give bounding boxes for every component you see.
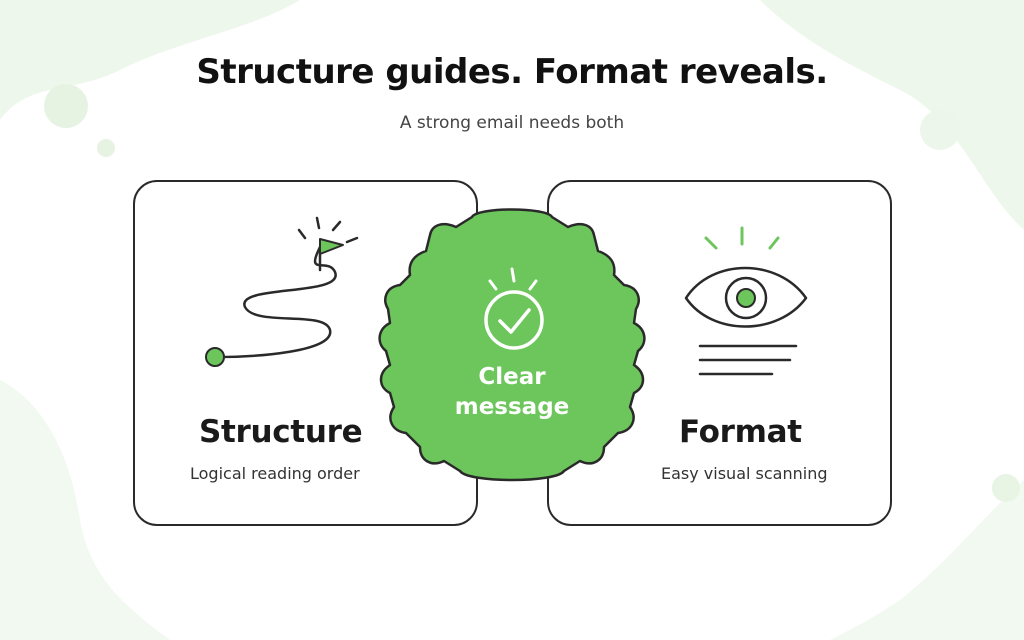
eye-text-lines-icon — [684, 226, 808, 376]
page-subtitle: A strong email needs both — [399, 113, 625, 133]
clear-message-hub — [378, 208, 646, 482]
page-title: Structure guides. Format reveals. — [196, 52, 828, 92]
format-description: Easy visual scanning — [661, 464, 828, 483]
hub-label-line1: Clear — [478, 364, 546, 390]
format-title: Format — [679, 414, 802, 450]
winding-path-flag-icon — [205, 216, 359, 367]
hub-label: Clear message — [372, 362, 652, 422]
checkmark-circle-icon — [484, 267, 544, 350]
structure-title: Structure — [199, 414, 363, 450]
structure-description: Logical reading order — [190, 464, 360, 483]
hub-label-line2: message — [454, 394, 570, 420]
hub-gear-shape — [378, 208, 646, 482]
